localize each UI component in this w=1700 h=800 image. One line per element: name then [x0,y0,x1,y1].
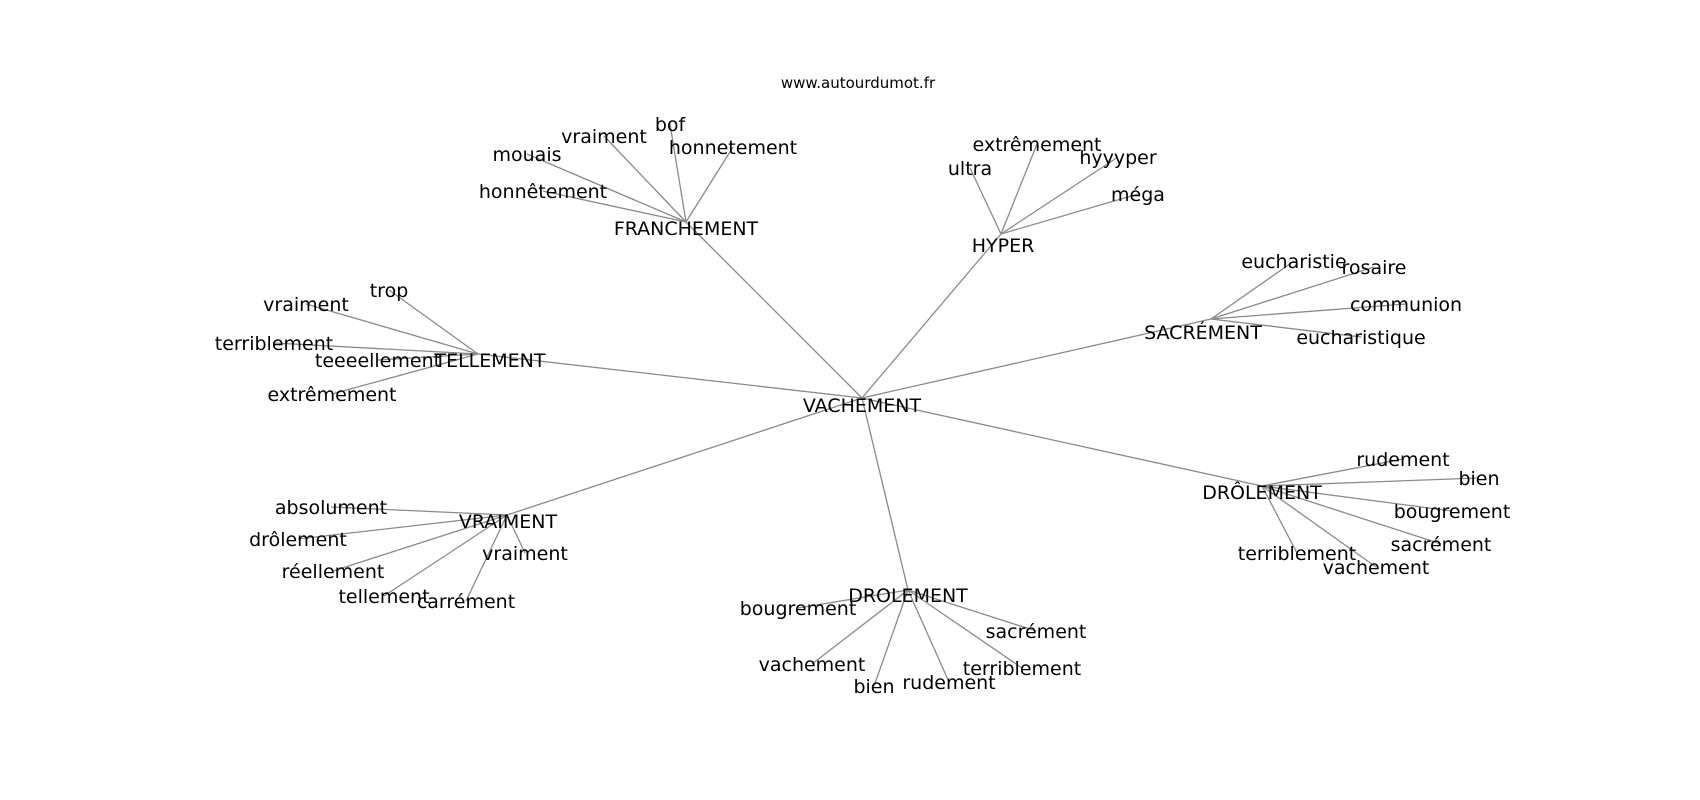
leaf-node-label: carrément [417,591,515,613]
leaf-node-label: absolument [275,497,387,519]
edge-hub-to-leaf [685,146,734,223]
leaf-node-label: vachement [1323,557,1430,579]
leaf-node-label: honnêtement [479,181,607,203]
source-label: www.autourdumot.fr [781,74,936,92]
edge-hub-to-leaf [797,589,909,609]
leaf-node-label: terriblement [963,658,1081,680]
edge-hub-to-leaf [465,514,508,602]
hub-node-label: HYPER [972,235,1035,257]
hub-node-label: FRANCHEMENT [614,218,759,240]
edge-hub-to-leaf [811,589,909,665]
edge-root-to-hub [685,221,863,399]
edge-hub-to-leaf [332,514,508,572]
leaf-node-label: bof [655,114,687,136]
graph-edges [273,123,1480,687]
leaf-node-label: ultra [948,158,992,180]
edge-hub-to-leaf [1261,485,1298,554]
edge-hub-to-leaf [1000,156,1119,235]
edge-hub-to-leaf [1261,458,1404,487]
leaf-node-label: bien [1458,468,1499,490]
leaf-node-label: rudement [902,672,995,694]
leaf-node-label: terriblement [215,333,333,355]
leaf-node-label: rudement [1356,449,1449,471]
leaf-node-label: extrêmement [972,134,1101,156]
leaf-node-label: tellement [338,586,429,608]
leaf-node-label: vraiment [482,543,568,565]
leaf-node-label: teeeellement [315,350,441,372]
leaf-node-label: vraiment [561,126,647,148]
leaf-node-label: eucharistie [1241,251,1346,273]
edge-hub-to-leaf [1000,193,1139,235]
edge-hub-to-leaf [1210,303,1407,320]
graph-labels: VACHEMENT FRANCHEMENT vraiment bofhonneteme… [215,114,1511,698]
edge-hub-to-leaf [1261,477,1480,487]
edge-root-to-hub [861,233,1002,399]
leaf-node-label: hyyyper [1079,147,1157,169]
leaf-node-label: vachement [759,654,866,676]
leaf-node-label: extrêmement [267,384,396,406]
edge-hub-to-leaf [907,589,1037,632]
leaf-node-label: vraiment [263,294,349,316]
edge-hub-to-leaf [330,506,508,516]
leaf-node-label: sacrément [986,621,1087,643]
leaf-node-label: rosaire [1342,257,1407,279]
leaf-node-label: bien [853,676,894,698]
edge-hub-to-leaf [907,589,1023,669]
edge-root-to-hub [477,353,863,399]
leaf-node-label: terriblement [1238,543,1356,565]
hub-node-label: TELLEMENT [433,350,545,372]
leaf-node-label: communion [1350,294,1462,316]
leaf-node-label: bougrement [1394,501,1511,523]
edge-hub-to-leaf [1210,318,1362,338]
edge-hub-to-leaf [907,589,950,683]
edge-hub-to-leaf [1261,485,1442,545]
edge-hub-to-leaf [506,514,526,554]
edge-hub-to-leaf [1261,485,1377,568]
leaf-node-label: trop [370,280,409,302]
edge-root-to-hub [861,397,1263,487]
edge-root-to-hub [861,397,909,591]
edge-hub-to-leaf [1000,143,1038,235]
hub-node-label: DROLEMENT [848,585,968,607]
leaf-node-label: sacrément [1391,534,1492,556]
hub-node-label: VRAIMENT [459,511,558,533]
edge-hub-to-leaf [1261,485,1453,512]
leaf-node-label: honnetement [669,137,797,159]
edge-root-to-hub [506,397,863,516]
edge-hub-to-leaf [273,342,479,355]
edge-hub-to-leaf [305,303,479,355]
leaf-node-label: drôlement [249,529,347,551]
hub-node-label: SACRÉMENT [1144,321,1262,344]
edge-hub-to-leaf [873,589,909,687]
edge-hub-to-leaf [969,167,1002,235]
leaf-node-label: méga [1111,184,1165,206]
leaf-node-label: eucharistique [1296,327,1425,349]
edge-hub-to-leaf [1210,266,1375,320]
edge-hub-to-leaf [331,353,479,395]
leaf-node-label: mouais [493,144,562,166]
edge-root-to-hub [861,318,1212,399]
edge-hub-to-leaf [542,190,687,223]
edge-hub-to-leaf [1210,260,1295,320]
edge-hub-to-leaf [669,123,687,223]
edge-hub-to-leaf [297,514,508,540]
leaf-node-label: bougrement [740,598,857,620]
edge-hub-to-leaf [603,135,687,223]
edge-hub-to-leaf [526,153,687,223]
hub-node-label: DRÔLEMENT [1202,480,1322,504]
edge-hub-to-leaf [377,353,479,361]
edge-hub-to-leaf [383,514,508,597]
leaf-node-label: réellement [282,561,385,583]
edge-hub-to-leaf [388,289,479,355]
root-node-label: VACHEMENT [803,395,922,417]
